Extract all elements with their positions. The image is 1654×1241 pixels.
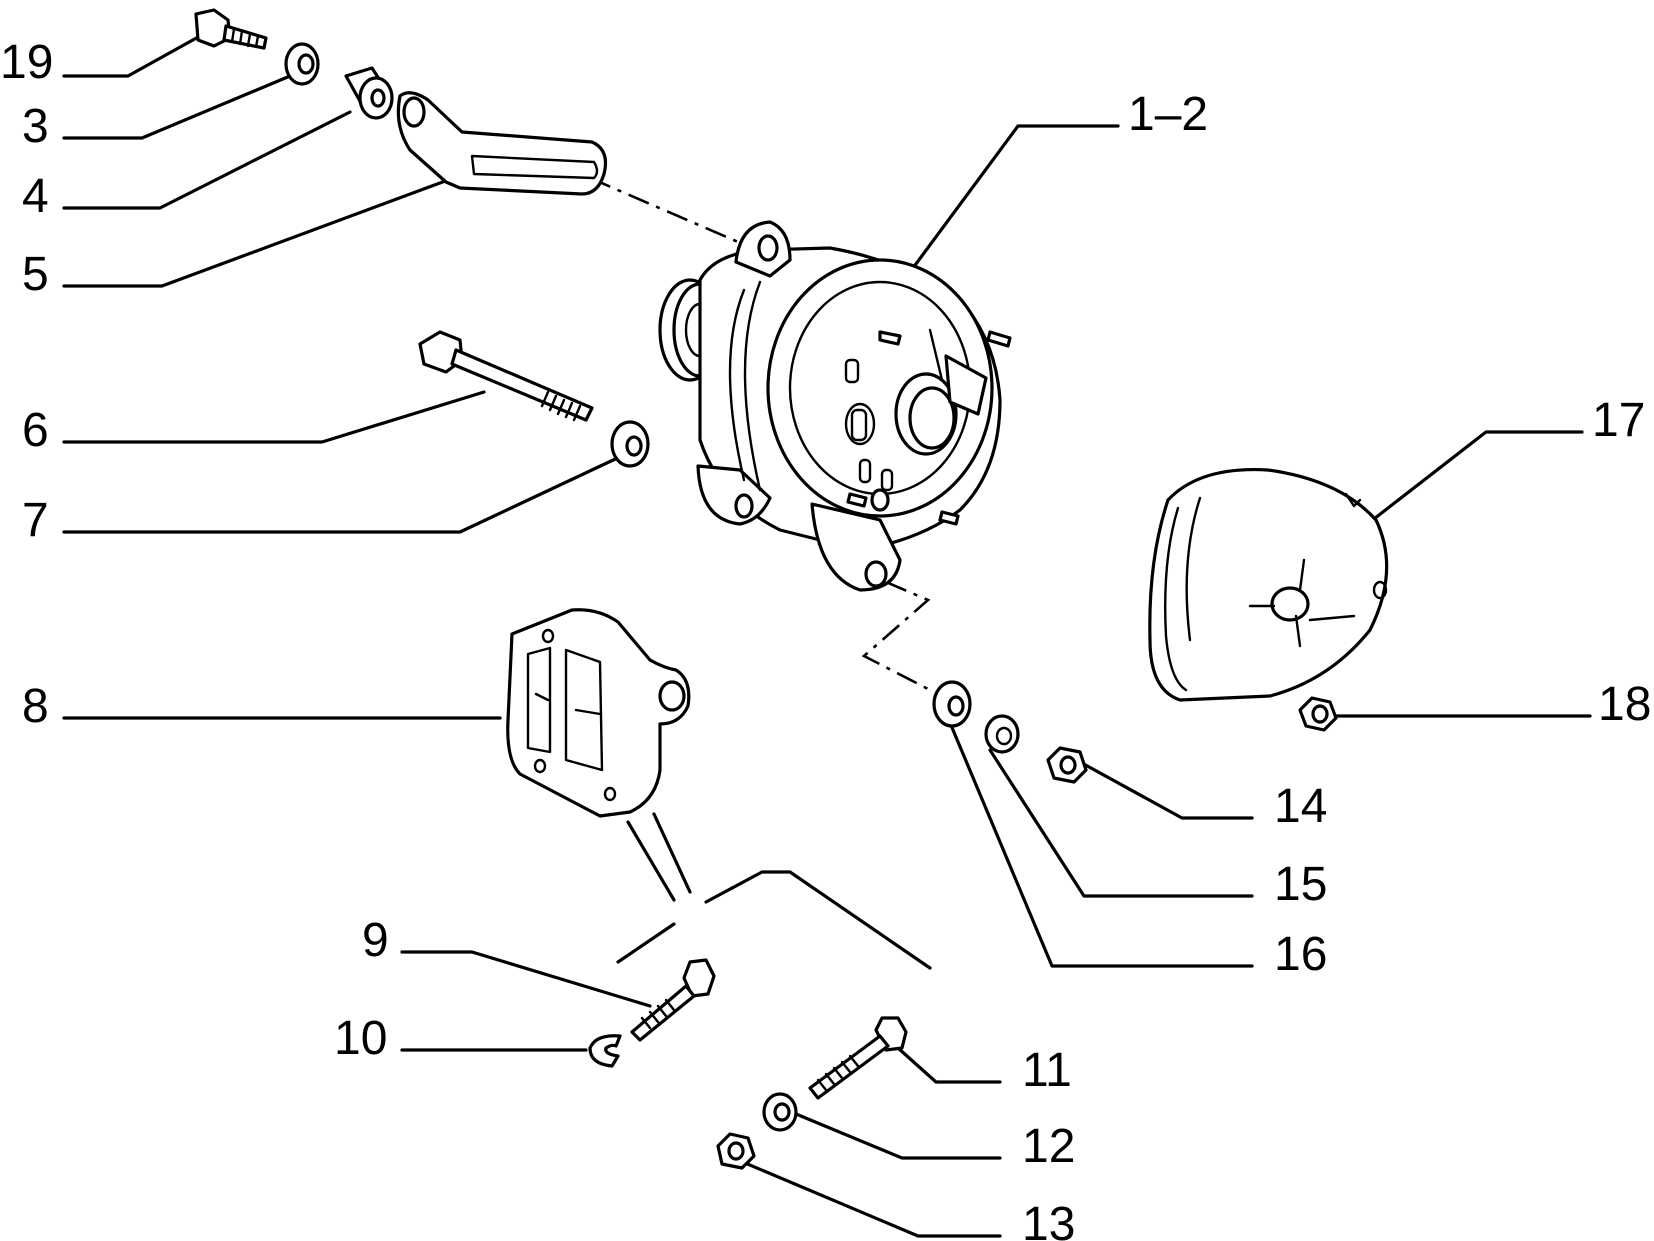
callout-labels: 19 3 4 5 1–2 6 7 17 8 18 14 15 16 9 10 1… (0, 36, 1651, 1241)
rear-cover-17-icon (1148, 467, 1389, 702)
callout-1-2: 1–2 (1128, 88, 1208, 141)
callout-6: 6 (22, 404, 49, 457)
washer-7-icon (610, 420, 650, 468)
callout-17: 17 (1592, 394, 1645, 447)
callout-8: 8 (22, 680, 49, 733)
guide-bolt9 (616, 922, 676, 964)
leader-5 (62, 178, 450, 288)
callout-15: 15 (1274, 858, 1327, 911)
callout-11: 11 (1022, 1044, 1072, 1097)
washer-15-icon (984, 714, 1020, 754)
callout-19: 19 (0, 36, 53, 89)
callout-16: 16 (1274, 928, 1327, 981)
bracket-5-icon (396, 91, 608, 196)
bolt-11-icon (808, 1016, 908, 1100)
callout-9: 9 (362, 914, 389, 967)
bushing-4-icon (344, 66, 394, 120)
callout-18: 18 (1598, 678, 1651, 731)
callout-14: 14 (1274, 780, 1327, 833)
washer-16-icon (932, 680, 972, 728)
leader-19 (62, 34, 202, 78)
leader-15 (988, 748, 1254, 898)
leader-7 (62, 452, 628, 534)
leader-6 (62, 390, 486, 444)
clip-10-icon (588, 1034, 622, 1068)
leader-4 (62, 110, 352, 210)
leader-3 (62, 74, 292, 140)
callout-4: 4 (22, 170, 49, 223)
callout-12: 12 (1022, 1120, 1075, 1173)
alternator-1-2-icon (658, 220, 1012, 592)
nut-13-icon (716, 1132, 756, 1170)
guide-alternator-to-washer16 (861, 580, 931, 692)
washer-12-icon (762, 1092, 798, 1132)
nut-18-icon (1298, 696, 1338, 732)
nut-14-icon (1046, 746, 1088, 784)
leader-13 (736, 1158, 1002, 1238)
guide-bracket8-lower (626, 820, 676, 902)
leader-17 (1368, 430, 1584, 524)
leader-1-2 (908, 124, 1120, 274)
mounting-bracket-8-icon (506, 608, 691, 818)
callout-10: 10 (334, 1012, 387, 1065)
callout-5: 5 (22, 248, 49, 301)
guide-bolt11 (704, 870, 932, 970)
leader-14 (1078, 760, 1254, 820)
leader-lines (62, 34, 1592, 1238)
assembly-guides (589, 176, 932, 970)
guide-bracket-to-alternator (589, 176, 753, 250)
spacer-3-icon (284, 42, 320, 86)
leader-11 (896, 1046, 1002, 1084)
bolt-19-icon (194, 8, 268, 50)
callout-3: 3 (22, 100, 49, 153)
long-bolt-6-icon (418, 330, 594, 422)
bolt-9-icon (630, 958, 716, 1042)
callout-7: 7 (22, 494, 49, 547)
leader-12 (794, 1112, 1002, 1160)
guide-bracket8-lower2 (652, 812, 692, 894)
leader-9 (400, 950, 652, 1008)
leader-16 (946, 716, 1254, 968)
callout-13: 13 (1022, 1198, 1075, 1241)
